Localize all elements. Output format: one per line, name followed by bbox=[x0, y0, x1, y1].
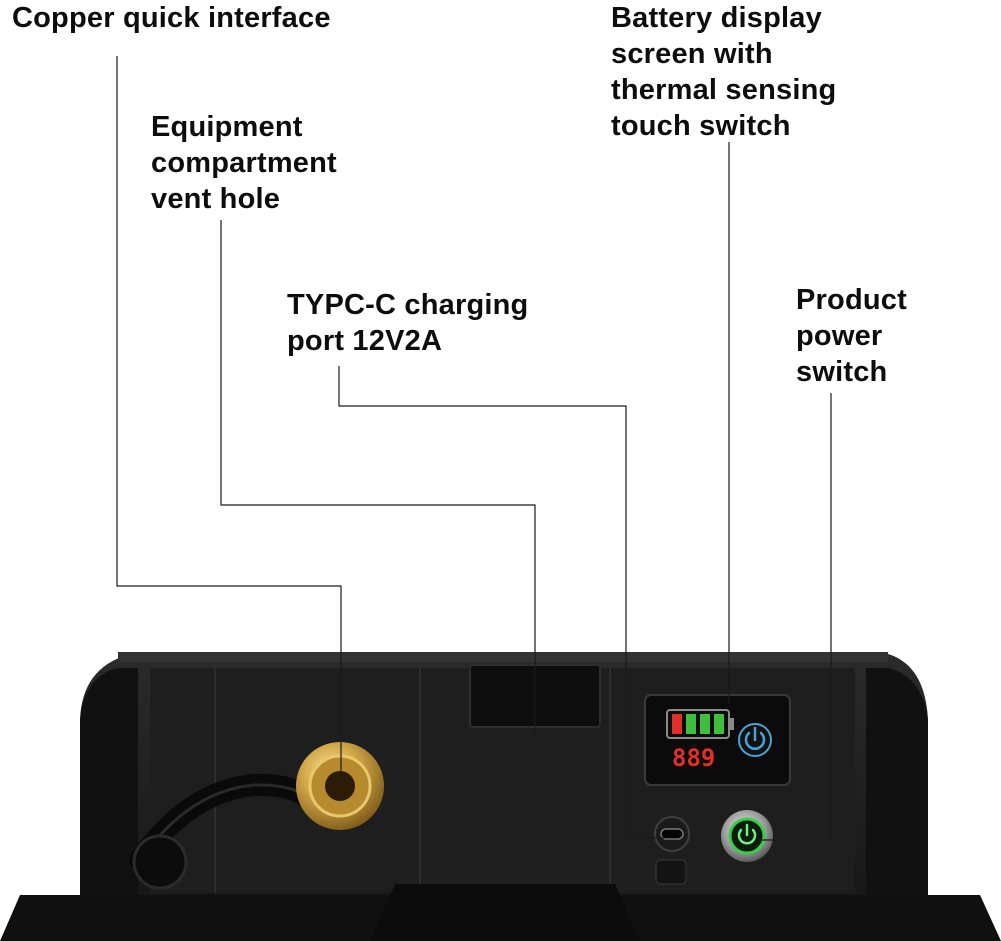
usb-c-port-icon[interactable] bbox=[654, 816, 690, 885]
battery-readout: 889 bbox=[672, 744, 715, 772]
label-line: port 12V2A bbox=[287, 325, 443, 357]
label-typec-port: TYPC-C charging port 12V2A bbox=[287, 287, 528, 359]
copper-quick-interface bbox=[296, 742, 384, 830]
label-line: Product bbox=[796, 284, 907, 316]
label-power-switch: Product power switch bbox=[796, 282, 907, 390]
rubber-cap bbox=[129, 773, 321, 890]
leader-typec bbox=[338, 366, 665, 839]
label-line: Copper quick interface bbox=[12, 2, 331, 34]
label-line: touch switch bbox=[611, 110, 791, 142]
label-line: vent hole bbox=[151, 183, 281, 215]
leader-vent bbox=[220, 220, 536, 735]
battery-display-screen: 889 bbox=[644, 694, 791, 786]
label-line: Battery display bbox=[611, 2, 822, 34]
label-line: switch bbox=[796, 356, 888, 388]
battery-level-icon bbox=[666, 709, 734, 739]
leader-copper bbox=[116, 56, 342, 780]
label-line: TYPC-C charging bbox=[287, 289, 529, 321]
label-line: screen with bbox=[611, 38, 773, 70]
label-battery-display: Battery display screen with thermal sens… bbox=[611, 0, 836, 144]
label-copper-quick-interface: Copper quick interface bbox=[12, 0, 331, 36]
leader-power bbox=[760, 393, 832, 841]
label-line: Equipment bbox=[151, 111, 303, 143]
touch-power-icon[interactable] bbox=[738, 723, 772, 757]
label-line: power bbox=[796, 320, 883, 352]
label-vent-hole: Equipment compartment vent hole bbox=[151, 109, 337, 217]
label-line: compartment bbox=[151, 147, 337, 179]
label-line: thermal sensing bbox=[611, 74, 837, 106]
power-button-icon[interactable] bbox=[721, 810, 773, 862]
